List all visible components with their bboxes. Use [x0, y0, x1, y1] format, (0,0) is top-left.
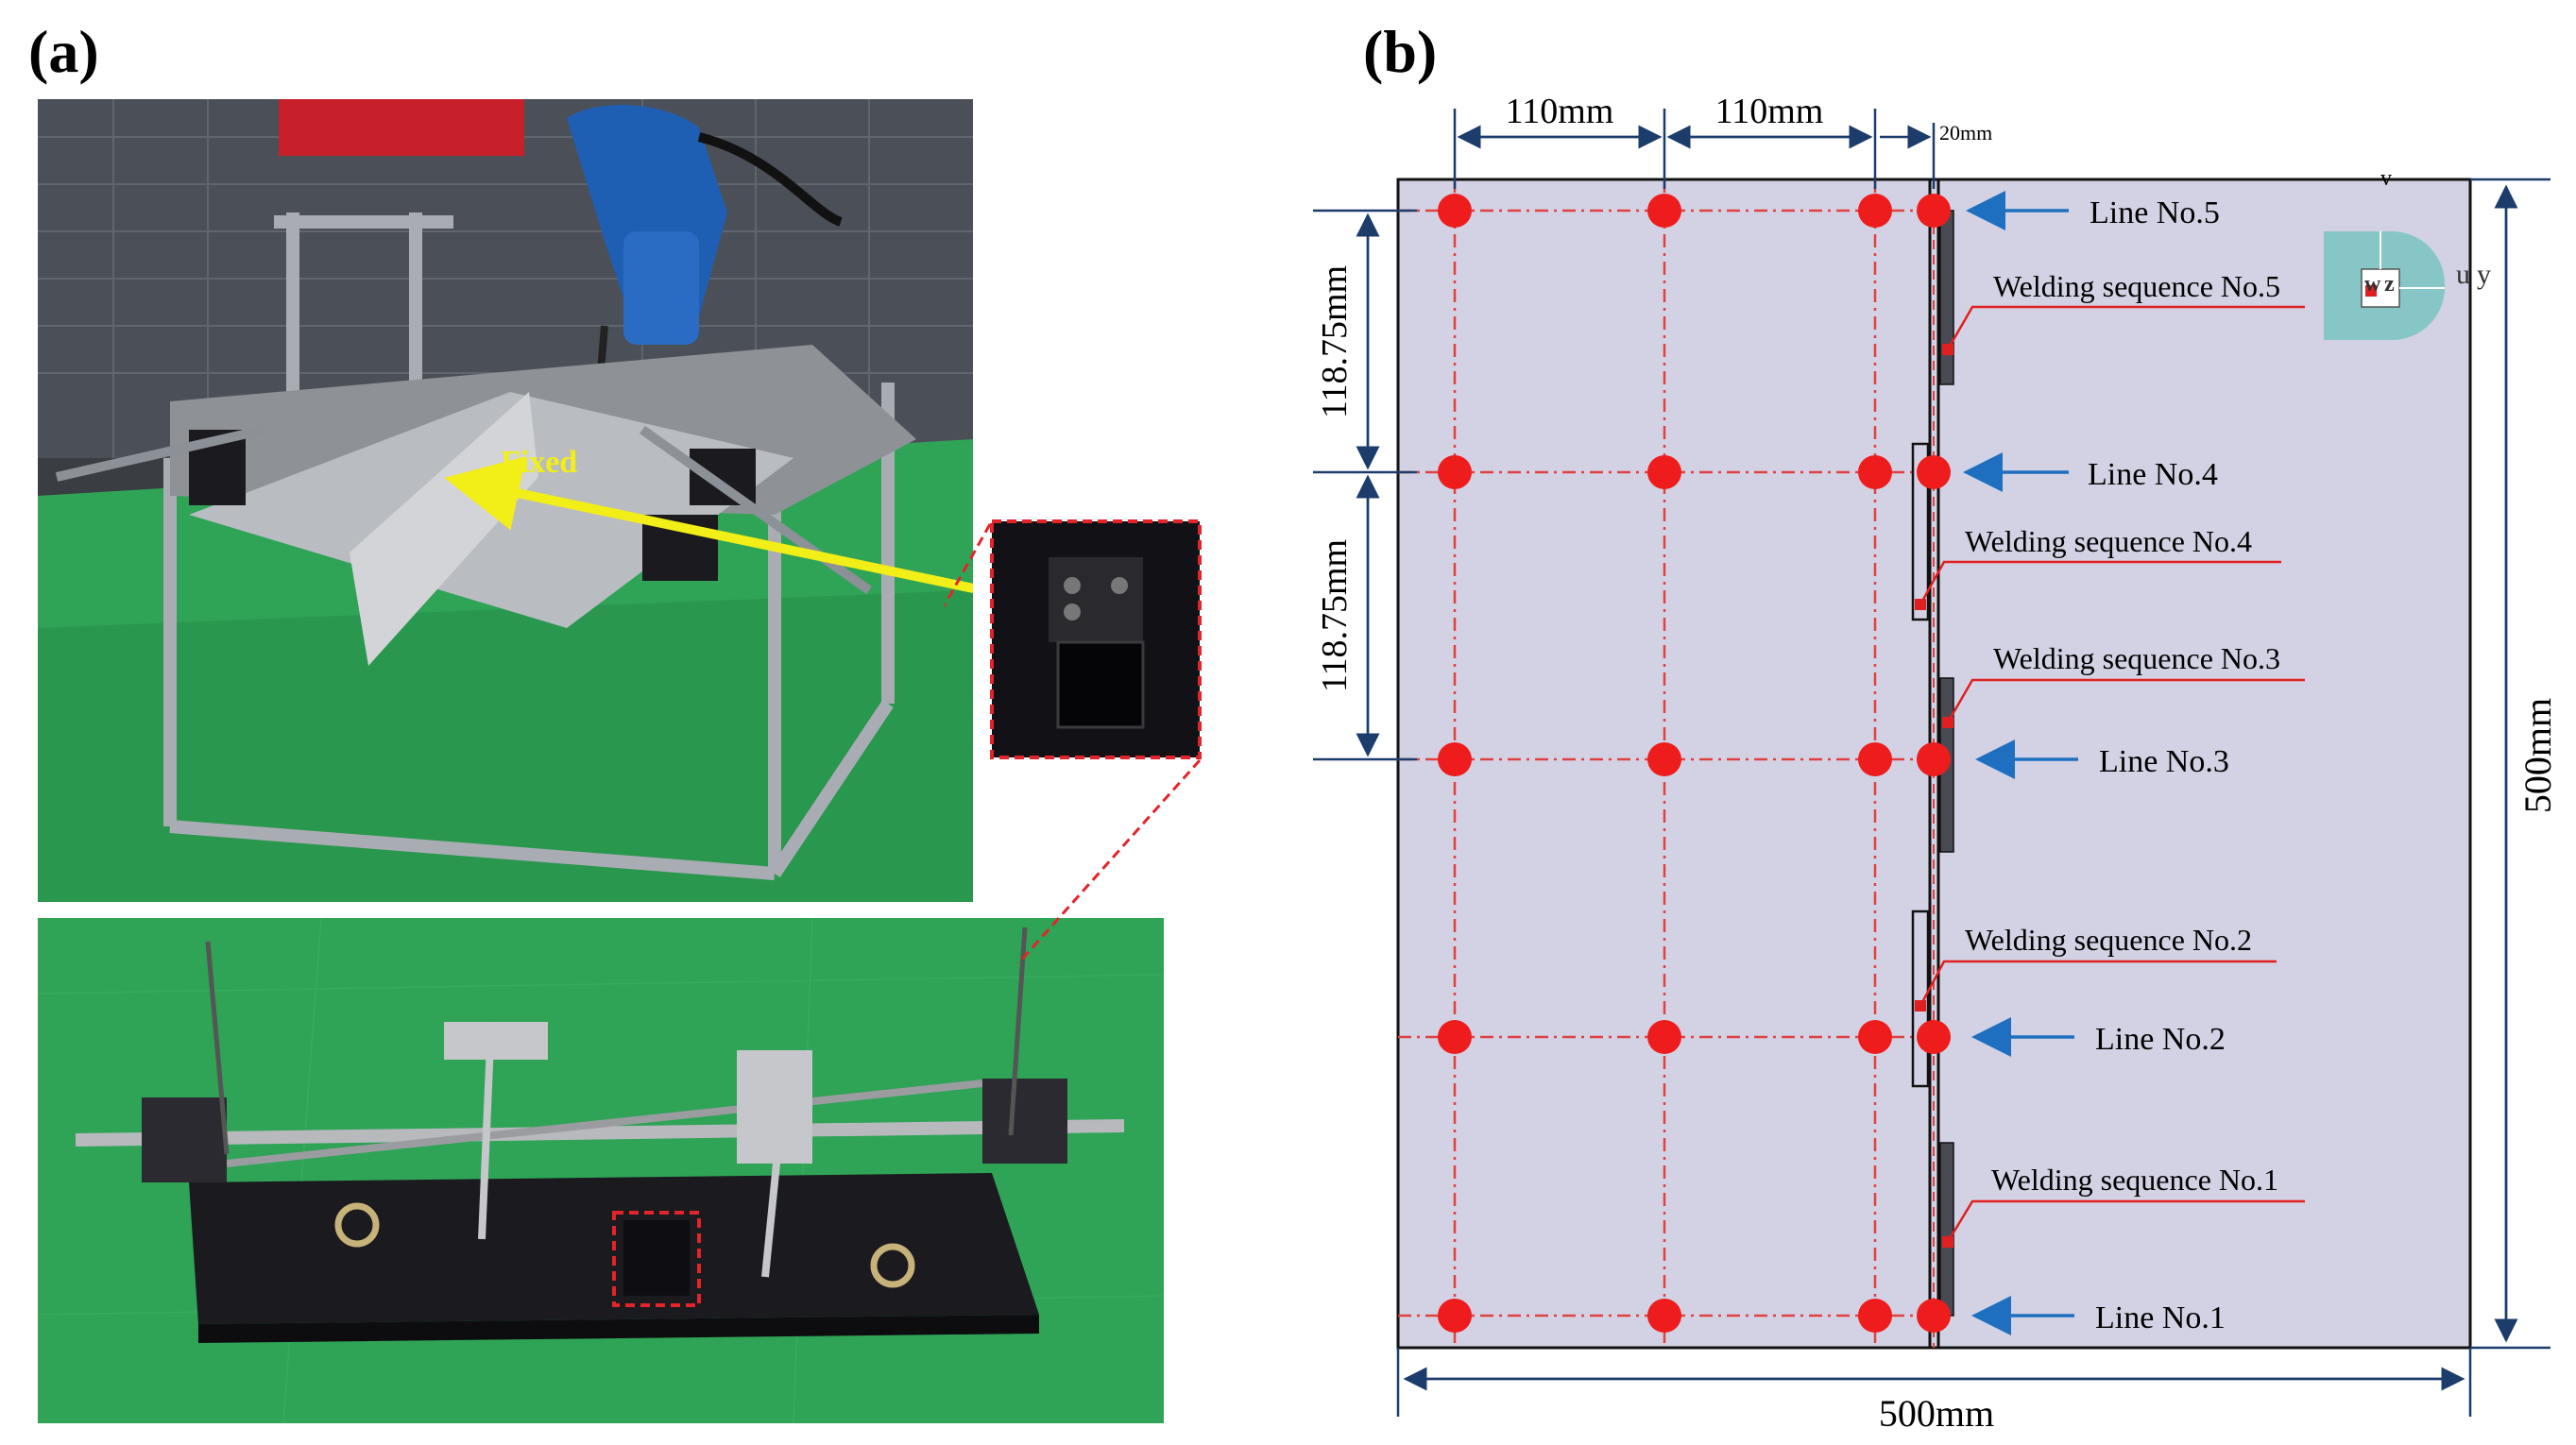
line-label-3: Line No.3 [2099, 744, 2229, 779]
top-dimensions [1453, 109, 1936, 189]
right-dimension [2470, 178, 2550, 1350]
point [1438, 1299, 1472, 1333]
sequence-label-2: Welding sequence No.2 [1965, 923, 2252, 957]
clamp-right [690, 449, 756, 505]
point [1917, 1020, 1951, 1054]
axis-y-label: y [2477, 259, 2491, 290]
lifting-eye-left [334, 1202, 380, 1248]
panel-b-label: (b) [1363, 18, 1438, 85]
photo-welding-cell: Fixed [38, 99, 973, 902]
clamp-detail-top [1049, 557, 1143, 642]
line-label-4: Line No.4 [2088, 457, 2218, 492]
point [1917, 455, 1951, 489]
point [1438, 455, 1472, 489]
point [1858, 194, 1892, 228]
fixture-clamp-small [623, 1220, 690, 1296]
point [1438, 194, 1472, 228]
guide-rod [75, 1119, 1125, 1147]
left-clamp-block [142, 1097, 227, 1182]
sequence-label-3: Welding sequence No.3 [1993, 641, 2280, 675]
line-label-2: Line No.2 [2095, 1022, 2226, 1057]
clamp-zoom-inset [945, 519, 1202, 963]
clamp-detail-block [1056, 640, 1145, 729]
dim-left-upper: 118.75mm [1315, 265, 1355, 418]
photo-fixture [38, 918, 1164, 1423]
measurement-points [1438, 194, 1951, 1333]
point [1647, 1020, 1681, 1054]
bottom-dimension [1396, 1348, 2472, 1417]
dim-top-right: 20mm [1939, 121, 1992, 144]
point [1917, 742, 1951, 776]
dim-left-lower: 118.75mm [1315, 539, 1355, 692]
panel-a-label: (a) [28, 18, 99, 85]
point [1858, 1020, 1892, 1054]
axis-u-label: u [2456, 259, 2470, 290]
dim-top-mid: 110mm [1715, 92, 1824, 131]
clamp-callout-box [612, 1211, 701, 1307]
welder-power-source [279, 99, 524, 156]
point [1917, 194, 1951, 228]
dim-bottom: 500mm [1879, 1392, 1994, 1435]
sequence-label-4: Welding sequence No.4 [1965, 524, 2252, 558]
weld-segment-5 [1939, 210, 1954, 385]
sequence-label-1: Welding sequence No.1 [1991, 1163, 2278, 1197]
fixed-arrow [444, 456, 973, 594]
height-gauge-left [444, 1022, 548, 1060]
sequence-label-5: Welding sequence No.5 [1993, 269, 2280, 303]
left-dimensions [1313, 209, 1417, 761]
point [1647, 194, 1681, 228]
weld-segment-4 [1911, 442, 1930, 621]
sequence-markers [1915, 344, 1953, 1248]
sequence-leaders [1919, 305, 2305, 1243]
coordinate-axis-icon [2324, 230, 2446, 341]
weld-segments-left [1911, 442, 1930, 1088]
axis-w-label: w [2364, 272, 2381, 297]
weld-segment-2 [1911, 910, 1930, 1088]
welding-layout-diagram: 110mm 110mm 20mm 118.75mm 118.75mm 500mm… [1313, 92, 2559, 1435]
weld-segment-1 [1939, 1142, 1954, 1317]
line-arrows [1963, 191, 2078, 1335]
point [1858, 742, 1892, 776]
point [1858, 1299, 1892, 1333]
line-label-5: Line No.5 [2090, 196, 2220, 230]
dim-top-left: 110mm [1506, 92, 1614, 131]
point [1438, 1020, 1472, 1054]
line-label-1: Line No.1 [2095, 1300, 2226, 1335]
point [1438, 742, 1472, 776]
lifting-eye-right [870, 1243, 915, 1288]
point [1647, 1299, 1681, 1333]
point [1647, 742, 1681, 776]
point [1647, 455, 1681, 489]
axis-v-label: v [2380, 166, 2392, 191]
dim-right: 500mm [2516, 698, 2559, 813]
point [1917, 1299, 1951, 1333]
point [1858, 455, 1892, 489]
axis-z-label: z [2384, 272, 2395, 297]
right-clamp-block [982, 1079, 1067, 1164]
fixed-label: Fixed [501, 445, 577, 480]
